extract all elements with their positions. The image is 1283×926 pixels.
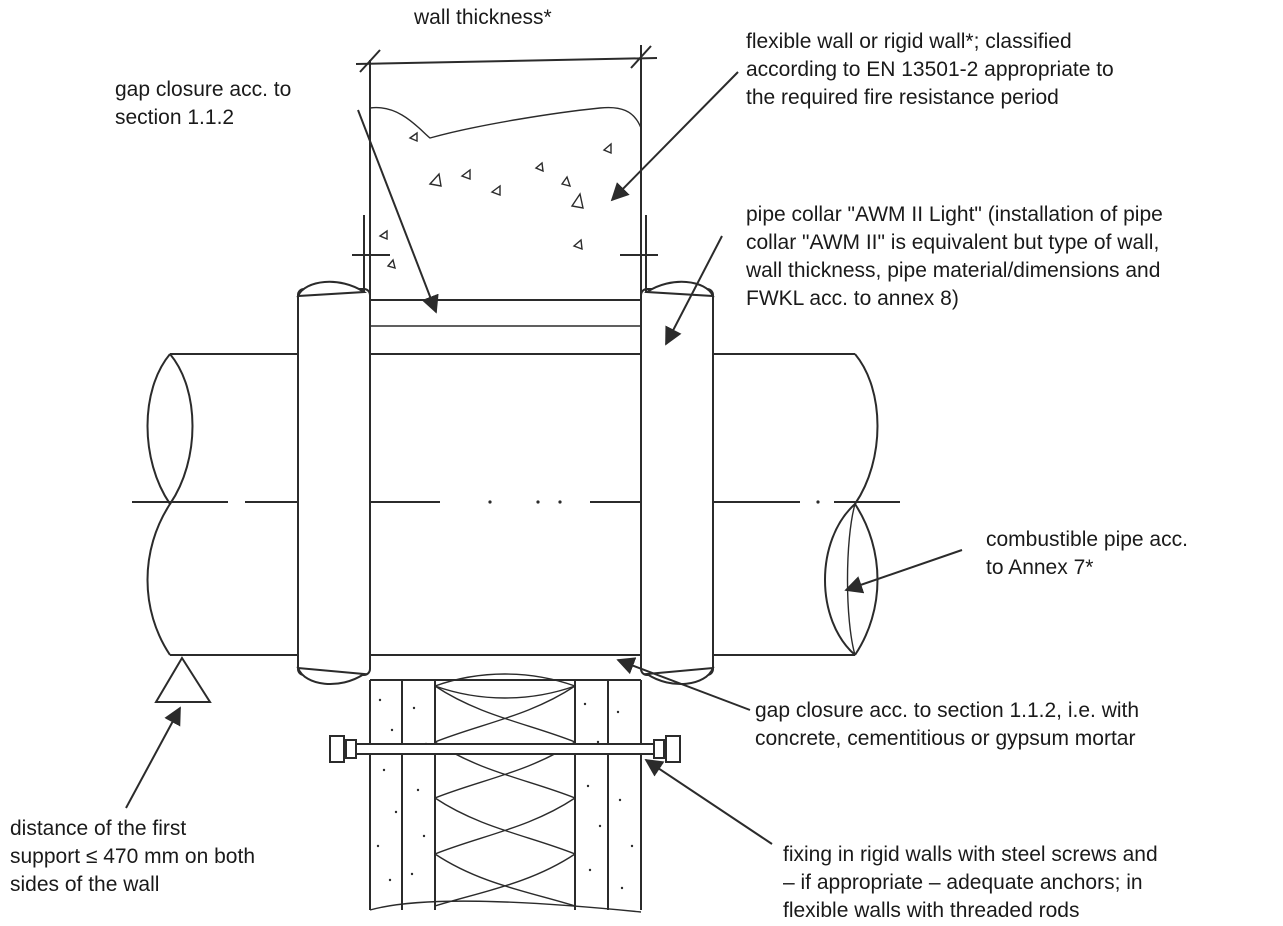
label-line: section 1.1.2: [115, 106, 235, 129]
leader-first-support: [125, 706, 181, 809]
label-line: pipe collar "AWM II Light" (installation…: [746, 203, 1163, 226]
label-line: support ≤ 470 mm on both: [10, 845, 255, 868]
label-line: to Annex 7*: [986, 556, 1094, 579]
fixing-label: fixing in rigid walls with steel screws …: [783, 841, 1158, 925]
label-line: flexible wall or rigid wall*; classified: [746, 30, 1072, 53]
leader-wall-class: [610, 71, 739, 202]
leader-lines: [125, 71, 963, 845]
first-support-label: distance of the first support ≤ 470 mm o…: [10, 815, 255, 899]
gap-closure-bottom-label: gap closure acc. to section 1.1.2, i.e. …: [755, 697, 1139, 753]
gypsum-speckle: [376, 698, 634, 890]
insulation-pattern: [434, 673, 576, 907]
wall-thickness-label: wall thickness*: [414, 6, 552, 29]
leader-gap-closure-bottom: [616, 657, 751, 711]
label-line: fixing in rigid walls with steel screws …: [783, 843, 1158, 866]
label-line: according to EN 13501-2 appropriate to: [746, 58, 1114, 81]
support-triangle: [154, 656, 212, 703]
label-line: concrete, cementitious or gypsum mortar: [755, 727, 1136, 750]
label-line: gap closure acc. to: [115, 78, 292, 101]
combustible-pipe-label: combustible pipe acc. to Annex 7*: [986, 526, 1188, 582]
pipe-collar-left: [296, 280, 371, 685]
leader-fixing: [644, 759, 773, 845]
leader-gap-closure-top: [357, 109, 439, 314]
threaded-rod: [329, 735, 681, 763]
label-line: gap closure acc. to section 1.1.2, i.e. …: [755, 699, 1140, 722]
wall-thickness-dimension: [355, 45, 658, 100]
combustible-pipe: [132, 353, 900, 656]
label-line: flexible walls with threaded rods: [783, 899, 1080, 922]
gap-closure-top-label: gap closure acc. to section 1.1.2: [115, 76, 291, 132]
fixing-marks-upper: [352, 215, 658, 292]
label-line: collar "AWM II" is equivalent but type o…: [746, 231, 1160, 254]
label-line: the required fire resistance period: [746, 86, 1059, 109]
label-line: distance of the first: [10, 817, 187, 840]
label-line: – if appropriate – adequate anchors; in: [783, 871, 1143, 894]
pipe-collar-right: [640, 280, 715, 685]
wall-classification-label: flexible wall or rigid wall*; classified…: [746, 28, 1114, 112]
leader-pipe-collar: [665, 235, 723, 346]
leader-combustible-pipe: [844, 549, 963, 594]
gap-closure-lines: [370, 654, 641, 681]
concrete-aggregate-marks: [378, 131, 612, 270]
label-line: FWKL acc. to annex 8): [746, 287, 959, 310]
label-line: combustible pipe acc.: [986, 528, 1188, 551]
label-line: sides of the wall: [10, 873, 160, 896]
pipe-collar-label: pipe collar "AWM II Light" (installation…: [746, 201, 1163, 313]
label-line: wall thickness, pipe material/dimensions…: [746, 259, 1161, 282]
wall-lower-section: [369, 673, 642, 913]
wall-upper-section: [369, 100, 642, 327]
